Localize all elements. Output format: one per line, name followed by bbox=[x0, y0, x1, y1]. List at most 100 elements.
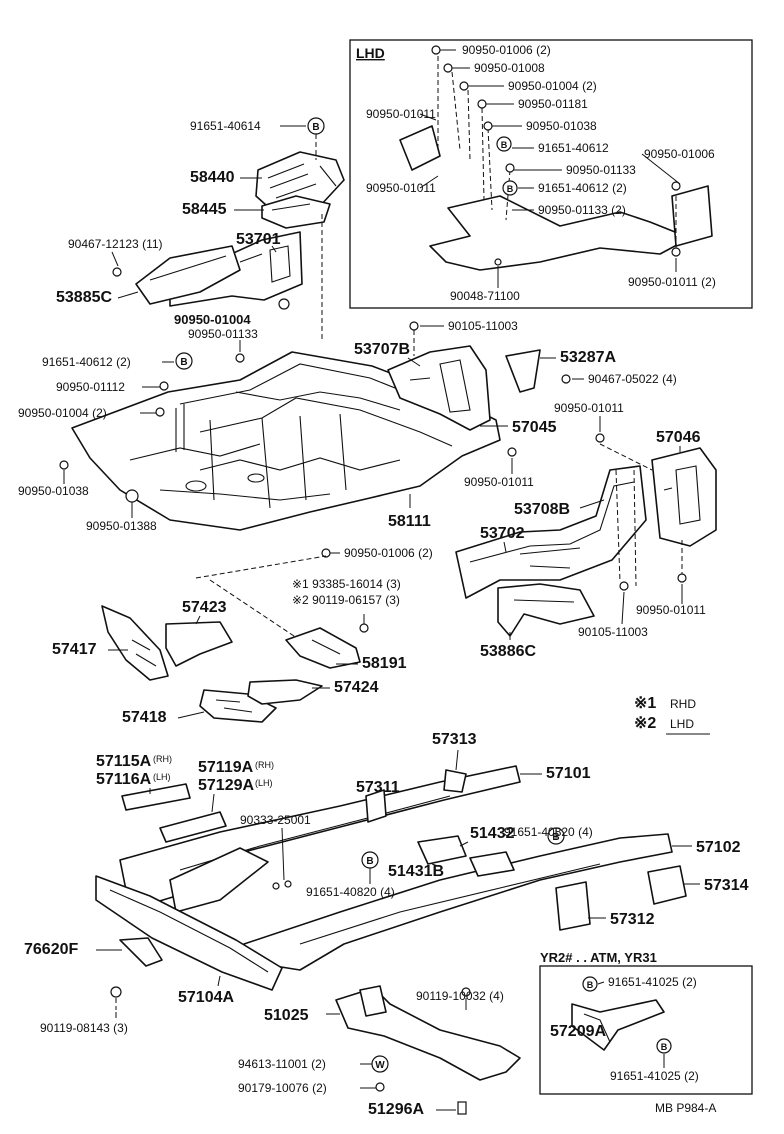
nut-icon bbox=[375, 1082, 385, 1092]
callout-label: 51296A bbox=[368, 1101, 424, 1118]
legend-text: RHD bbox=[670, 697, 696, 711]
callout-label: 57104A bbox=[178, 989, 234, 1006]
callout-label: ※2 90119-06157 (3) bbox=[292, 593, 400, 607]
lhd-nut-icon bbox=[477, 99, 487, 109]
lhd-label: 90950-01011 bbox=[366, 107, 436, 121]
bolt-icon bbox=[677, 573, 687, 583]
b-symbol-text: B bbox=[366, 856, 373, 867]
callout-label: 53708B bbox=[514, 501, 570, 518]
callout-label: 90950-01011 bbox=[636, 603, 706, 617]
callout-label: 57116A bbox=[96, 771, 152, 788]
callout-label: 90950-01112 bbox=[56, 380, 125, 394]
callout-label: 90950-01006 (2) bbox=[344, 546, 433, 560]
plug-icon bbox=[284, 880, 292, 888]
callout-label: 57129A bbox=[198, 777, 254, 794]
plug-icon bbox=[59, 460, 69, 470]
bracket-53701 bbox=[112, 231, 303, 363]
bracket-51432 bbox=[417, 835, 467, 865]
brackets-mid bbox=[101, 605, 369, 723]
lhd-title: LHD bbox=[356, 45, 385, 61]
callout-label: 91651-40820 (4) bbox=[306, 885, 395, 899]
callout-label: 90179-10076 (2) bbox=[238, 1081, 327, 1095]
bracket-57314 bbox=[647, 865, 687, 905]
bracket-53287a bbox=[505, 349, 571, 393]
bracket-57311 bbox=[365, 789, 387, 823]
w-symbol-text: W bbox=[375, 1060, 385, 1071]
callout-label: 90333-25001 bbox=[240, 813, 311, 827]
panel-53886c bbox=[497, 583, 595, 637]
bolt-icon bbox=[461, 987, 471, 997]
callout-label: 90950-01011 bbox=[464, 475, 534, 489]
b-symbol-icon bbox=[502, 180, 518, 196]
lhd-label: 91651-40612 (2) bbox=[538, 181, 627, 195]
lhd-nut-icon bbox=[431, 45, 441, 55]
lhd-nut-icon bbox=[671, 247, 681, 257]
callouts: 91651-40614 58440 58445 90467-12123 (11)… bbox=[18, 119, 749, 1118]
b-symbol-text: B bbox=[587, 980, 594, 990]
bolt-icon bbox=[235, 353, 245, 363]
lhd-side-bracket bbox=[671, 185, 713, 247]
lhd-nut-icon bbox=[459, 81, 469, 91]
bracket-57313 bbox=[443, 769, 467, 793]
lhd-label: 90950-01133 bbox=[566, 163, 636, 177]
callout-label: 53885C bbox=[56, 289, 112, 306]
callout-label: 91651-40612 (2) bbox=[42, 355, 131, 369]
nut-icon bbox=[321, 548, 331, 558]
callout-label: 51025 bbox=[264, 1007, 309, 1024]
callout-label: 58191 bbox=[362, 655, 407, 672]
callout-label: 90950-01004 bbox=[174, 312, 251, 327]
bracket-58191 bbox=[285, 627, 361, 669]
nut-icon bbox=[159, 381, 169, 391]
legend-mark: ※2 bbox=[634, 715, 656, 732]
lhd-label: 90048-71100 bbox=[450, 289, 520, 303]
b-symbol-text: B bbox=[501, 140, 508, 150]
callout-label: 57115A bbox=[96, 753, 152, 770]
lhd-label: 90950-01006 (2) bbox=[462, 43, 551, 57]
bolt-icon bbox=[619, 581, 629, 591]
callout-label: 53701 bbox=[236, 231, 281, 248]
b-symbol-text: B bbox=[312, 122, 319, 133]
bolt-icon bbox=[457, 1101, 467, 1115]
callout-label: 90467-12123 (11) bbox=[68, 237, 163, 251]
callout-label: 90950-01388 bbox=[86, 519, 157, 533]
callout-label: 57046 bbox=[656, 429, 701, 446]
lhd-label: 90950-01011 (2) bbox=[628, 275, 716, 289]
b-symbol-text: B bbox=[180, 357, 187, 368]
callout-label: 58440 bbox=[190, 169, 235, 186]
bolt-icon bbox=[278, 298, 290, 310]
bracket-57417 bbox=[101, 605, 169, 681]
yr-label: 57209A bbox=[550, 1023, 606, 1040]
bracket-57423 bbox=[165, 621, 233, 667]
panel-53708b bbox=[455, 465, 647, 599]
callout-label: 90119-08143 (3) bbox=[40, 1021, 128, 1035]
nut-icon bbox=[155, 407, 165, 417]
callout-label: 91651-40614 bbox=[190, 119, 261, 133]
yr-title: YR2# . . ATM, YR31 bbox=[540, 950, 657, 965]
lhd-box-frame bbox=[349, 39, 753, 309]
callout-label: 53287A bbox=[560, 349, 616, 366]
lhd-nut-icon bbox=[494, 258, 502, 266]
bracket-57312 bbox=[555, 881, 591, 931]
b-symbol-text: B bbox=[661, 1042, 668, 1052]
callout-label: 91651-40820 (4) bbox=[504, 825, 593, 839]
callout-label: 58111 bbox=[388, 513, 431, 530]
callout-label: 53886C bbox=[480, 643, 536, 660]
callout-label: 58445 bbox=[182, 201, 227, 218]
legend: ※1 RHD ※2 LHD bbox=[634, 695, 710, 735]
callout-label: 90467-05022 (4) bbox=[588, 372, 677, 386]
floor-pan-58111 bbox=[59, 351, 501, 558]
lhd-label: 90950-01133 (2) bbox=[538, 203, 626, 217]
bracket-57115a bbox=[121, 783, 191, 811]
b-symbol-icon bbox=[307, 117, 325, 135]
yr-inset: B B 91651-41025 (2) 57209A 91651-41025 (… bbox=[539, 965, 753, 1095]
callout-label: 76620F bbox=[24, 941, 78, 958]
b-symbol-icon bbox=[656, 1038, 672, 1054]
callout-label: 57045 bbox=[512, 419, 557, 436]
lhd-label: 90950-01006 bbox=[644, 147, 715, 161]
lhd-bracket-part bbox=[399, 125, 441, 171]
lhd-label: 90950-01038 bbox=[526, 119, 597, 133]
screw-icon bbox=[112, 267, 122, 277]
callout-label: 90119-10032 (4) bbox=[416, 989, 504, 1003]
bolt-icon bbox=[359, 623, 369, 633]
legend-text: LHD bbox=[670, 717, 694, 731]
